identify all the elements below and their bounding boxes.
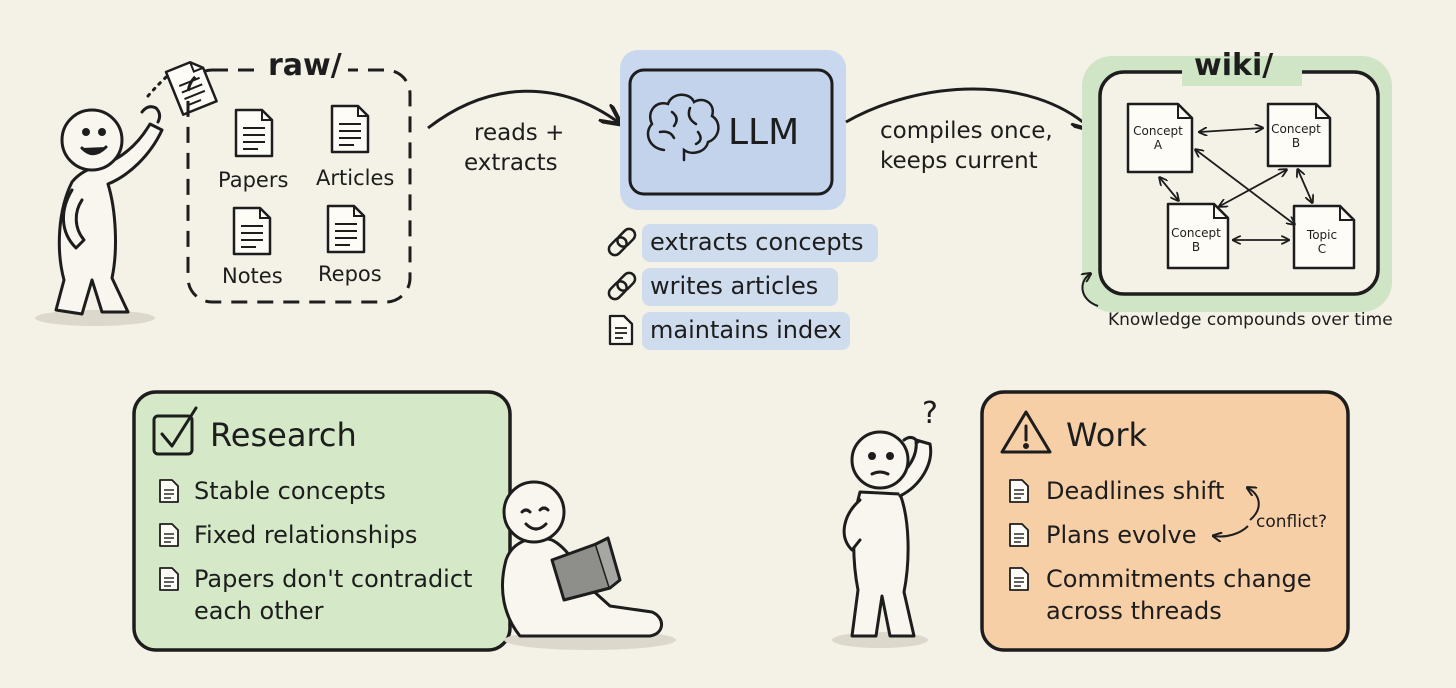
conflict-arrow-up: [1248, 488, 1260, 521]
action-pill-2: [642, 268, 838, 306]
notes-document-icon: [232, 206, 272, 256]
compiles-arrow: [845, 87, 1090, 128]
link-icon-2: [605, 269, 639, 303]
reading-figure-icon: [500, 480, 676, 650]
index-document-icon: [608, 314, 634, 346]
research-item-fixed: Fixed relationships: [194, 521, 418, 549]
flying-document-icon: [164, 57, 218, 116]
repos-document-icon: [326, 204, 366, 254]
conflict-label: conflict?: [1256, 512, 1327, 532]
raw-item-papers: Papers: [218, 168, 289, 192]
wiki-edges: [1160, 128, 1312, 240]
reads-arrow: [427, 89, 618, 130]
wiki-title-gap: [1182, 62, 1302, 86]
llm-title: LLM: [728, 112, 800, 153]
work-item-across-threads: across threads: [1046, 597, 1222, 625]
work-item-deadlines: Deadlines shift: [1046, 477, 1225, 505]
work-box: [980, 390, 1350, 652]
link-icon: [605, 225, 639, 259]
research-title: Research: [210, 416, 357, 454]
work-item-commitments: Commitments change: [1046, 565, 1312, 593]
work-title: Work: [1066, 416, 1148, 454]
compiles-label: compiles once,: [880, 118, 1053, 144]
fixed-relationships-doc-icon: [159, 523, 179, 547]
raw-item-notes: Notes: [222, 264, 283, 288]
keeps-current-label: keeps current: [880, 148, 1038, 174]
plans-doc-icon: [1009, 523, 1029, 547]
raw-item-repos: Repos: [318, 262, 382, 286]
action-pill-1: [642, 224, 878, 262]
wiki-node-topic-c: [1292, 204, 1356, 270]
raw-title: raw/: [262, 48, 348, 83]
confused-figure-icon: [832, 430, 933, 648]
wiki-title: wiki/: [1194, 48, 1274, 83]
stable-concepts-doc-icon: [159, 479, 179, 503]
throwing-figure-icon: [35, 70, 174, 326]
research-item-each-other: each other: [194, 597, 324, 625]
checkbox-icon: [152, 406, 198, 456]
action-extracts-concepts: extracts concepts: [650, 228, 864, 256]
deadlines-doc-icon: [1009, 479, 1029, 503]
action-maintains-index: maintains index: [650, 316, 842, 344]
articles-document-icon: [330, 104, 370, 154]
extracts-label: extracts: [464, 150, 558, 176]
question-mark: ?: [922, 396, 938, 431]
action-pill-3: [642, 312, 850, 350]
commitments-doc-icon: [1009, 567, 1029, 591]
action-writes-articles: writes articles: [650, 272, 819, 300]
brain-icon: [646, 93, 720, 162]
papers-document-icon: [234, 108, 274, 158]
reads-label: reads +: [474, 120, 565, 146]
papers-contradict-doc-icon: [159, 567, 179, 591]
wiki-node-concept-a: [1126, 102, 1194, 174]
conflict-arrow-left: [1214, 525, 1249, 537]
research-item-stable: Stable concepts: [194, 477, 386, 505]
warning-icon: [1000, 410, 1052, 454]
compounding-arrow: [1082, 274, 1099, 307]
wiki-caption: Knowledge compounds over time: [1108, 310, 1393, 330]
raw-item-articles: Articles: [316, 166, 395, 190]
research-item-papers: Papers don't contradict: [194, 565, 473, 593]
llm-box: [628, 68, 834, 196]
work-item-plans: Plans evolve: [1046, 521, 1197, 549]
